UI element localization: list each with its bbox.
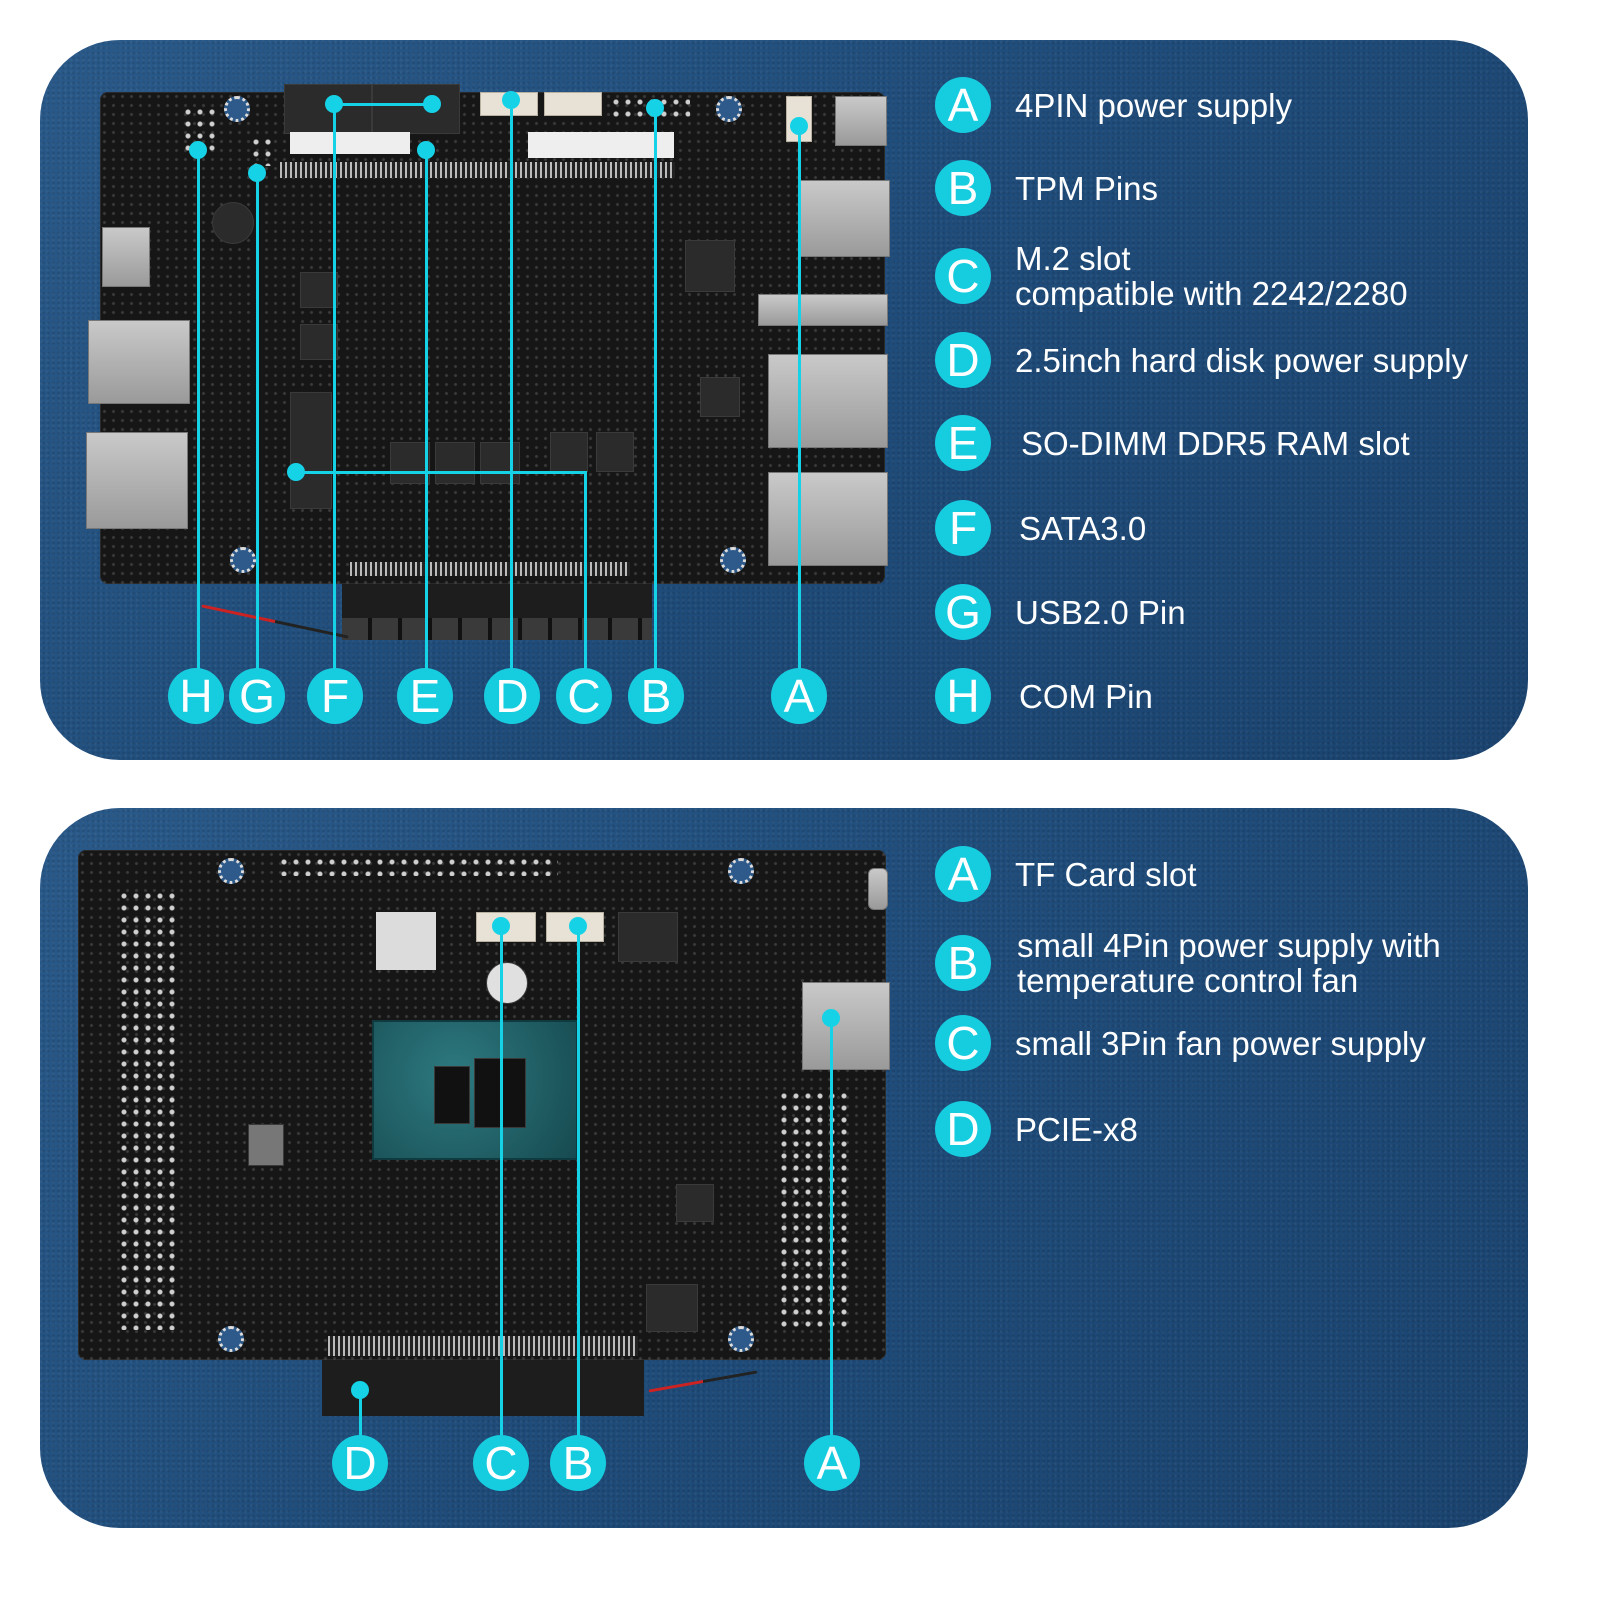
sodimm-slot — [280, 162, 675, 178]
inductor — [390, 442, 430, 484]
mounting-hole — [728, 858, 754, 884]
legend-label: M.2 slot compatible with 2242/2280 — [1015, 240, 1408, 312]
via-grid — [778, 1090, 848, 1330]
fan-connector — [544, 92, 602, 116]
inductor — [300, 324, 338, 360]
mounting-hole — [230, 547, 256, 573]
mounting-hole — [218, 858, 244, 884]
inductor — [685, 240, 735, 292]
usb-header — [250, 136, 272, 166]
legend-label: 2.5inch hard disk power supply — [1015, 341, 1469, 379]
legend-marker: D — [935, 1101, 991, 1157]
legend-item-a: A TF Card slot — [935, 846, 1197, 902]
legend-item-f: F SATA3.0 — [935, 500, 1146, 556]
legend-item-e: E SO-DIMM DDR5 RAM slot — [935, 415, 1410, 471]
legend-item-h: H COM Pin — [935, 668, 1153, 724]
usb-port-right — [800, 180, 890, 257]
sticker-label — [290, 132, 410, 154]
legend-marker: A — [935, 846, 991, 902]
ic-chip — [618, 912, 678, 962]
inductor — [435, 442, 475, 484]
legend-item-d: D 2.5inch hard disk power supply — [935, 332, 1468, 388]
inductor — [480, 442, 520, 484]
callout-marker-e: E — [397, 668, 453, 724]
power-jack — [835, 96, 887, 146]
inductor — [596, 432, 634, 472]
legend-marker: G — [935, 584, 991, 640]
pcie-slot-pins — [350, 562, 630, 576]
displayport — [86, 432, 188, 529]
legend-marker: H — [935, 668, 991, 724]
usb-c-port — [102, 227, 150, 287]
mounting-hole — [720, 547, 746, 573]
legend-label: USB2.0 Pin — [1015, 593, 1186, 631]
motherboard-top-view — [86, 84, 890, 584]
legend-item-g: G USB2.0 Pin — [935, 584, 1186, 640]
legend-item-a: A 4PIN power supply — [935, 77, 1292, 133]
audio-jack — [868, 868, 888, 910]
legend-label: 4PIN power supply — [1015, 86, 1292, 124]
cpu-die-chip — [434, 1066, 470, 1124]
sata-port-2 — [372, 84, 460, 134]
ic-chip — [676, 1184, 714, 1222]
pcie-slot-pins — [328, 1336, 638, 1356]
callout-marker-c: C — [556, 668, 612, 724]
callout-marker-d: D — [484, 668, 540, 724]
legend-marker: C — [935, 1015, 991, 1071]
inductor — [550, 432, 588, 472]
callout-marker-d: D — [332, 1435, 388, 1491]
legend-marker: C — [935, 248, 991, 304]
callout-marker-a: A — [771, 668, 827, 724]
logo-mark — [486, 962, 528, 1004]
legend-marker: B — [935, 935, 991, 991]
legend-label: SATA3.0 — [1019, 509, 1147, 547]
callout-marker-f: F — [307, 668, 363, 724]
via-grid — [118, 890, 178, 1330]
mounting-hole — [716, 96, 742, 122]
legend-label: small 3Pin fan power supply — [1015, 1024, 1426, 1062]
ethernet-port-1 — [768, 354, 888, 448]
legend-label: SO-DIMM DDR5 RAM slot — [1021, 424, 1410, 462]
legend-marker: A — [935, 77, 991, 133]
ic-chip — [248, 1124, 284, 1166]
legend-marker: F — [935, 500, 991, 556]
motherboard-bottom-view — [78, 850, 890, 1360]
via-grid — [278, 856, 558, 876]
inductor — [300, 272, 338, 308]
legend-item-c: C small 3Pin fan power supply — [935, 1015, 1426, 1071]
m2-slot — [290, 392, 332, 509]
lan-controller — [700, 377, 740, 417]
legend-item-d: D PCIE-x8 — [935, 1101, 1138, 1157]
legend-label: PCIE-x8 — [1015, 1110, 1138, 1148]
tf-card-slot — [802, 982, 890, 1070]
mounting-hole — [218, 1326, 244, 1352]
buzzer — [212, 202, 254, 244]
legend-label: TPM Pins — [1015, 169, 1159, 207]
callout-marker-g: G — [229, 668, 285, 724]
pcie-edge-connector — [342, 584, 652, 640]
callout-marker-h: H — [168, 668, 224, 724]
sticker-label — [376, 912, 436, 970]
legend-item-b: B small 4Pin power supply with temperatu… — [935, 928, 1441, 998]
pcie-x8-edge — [322, 1360, 644, 1416]
heatsink-clip — [758, 294, 888, 326]
sticker-label — [528, 132, 674, 158]
legend-marker: E — [935, 415, 991, 471]
legend-item-b: B TPM Pins — [935, 160, 1158, 216]
legend-marker: B — [935, 160, 991, 216]
mounting-hole — [728, 1326, 754, 1352]
callout-marker-a: A — [804, 1435, 860, 1491]
legend-label: TF Card slot — [1015, 855, 1197, 893]
usb-port — [88, 320, 190, 404]
callout-marker-b: B — [628, 668, 684, 724]
legend-label: COM Pin — [1019, 677, 1153, 715]
callout-marker-c: C — [473, 1435, 529, 1491]
legend-label: small 4Pin power supply with temperature… — [1017, 927, 1441, 999]
callout-marker-b: B — [550, 1435, 606, 1491]
ic-chip — [646, 1284, 698, 1332]
ethernet-port-2 — [768, 472, 888, 566]
mounting-hole — [224, 96, 250, 122]
legend-item-c: C M.2 slot compatible with 2242/2280 — [935, 241, 1408, 311]
legend-marker: D — [935, 332, 991, 388]
